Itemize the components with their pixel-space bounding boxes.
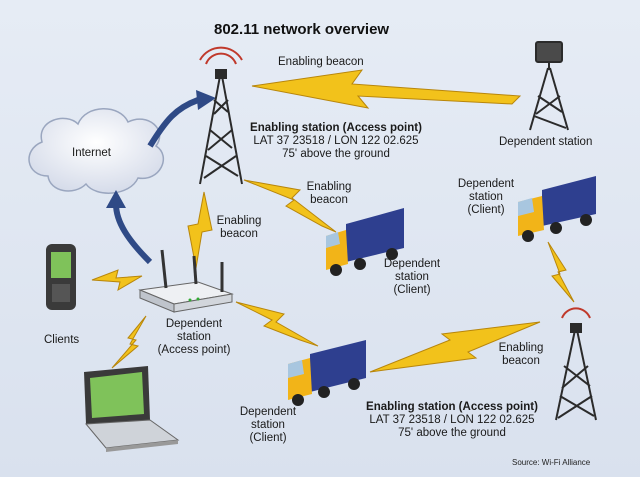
beacon-bolt-trucks: [547, 241, 575, 303]
beacon-right-label-line1: Enabling: [498, 342, 544, 354]
dep-client-right-line1: Dependent: [457, 178, 515, 190]
beacon-left-label-line1: Enabling: [216, 215, 262, 227]
beacon-bolt-truck-tower: [369, 321, 541, 373]
ap-top-coords: LAT 37 23518 / LON 122 02.625: [253, 134, 419, 147]
beacon-bolt-router-truck: [235, 301, 319, 347]
dep-ap-line2: station: [177, 330, 211, 343]
internet-label: Internet: [72, 147, 111, 159]
beacon-truck-label-line1: Enabling: [306, 181, 352, 193]
truck-bottom: [288, 340, 366, 406]
beacon-bolts: [91, 69, 575, 373]
dep-ap-label: Dependent station (Access point): [148, 318, 240, 357]
beacon-right-label-line2: beacon: [502, 354, 540, 367]
dep-station-topright-label: Dependent station: [499, 136, 593, 148]
tower-top: [199, 46, 243, 185]
truck-middle: [326, 208, 404, 276]
clients-label: Clients: [44, 334, 80, 346]
beacon-bolt-laptop: [111, 315, 147, 369]
ap-bottom-coords: LAT 37 23518 / LON 122 02.625: [369, 413, 535, 426]
beacon-bolt-phone: [91, 269, 143, 292]
router: [138, 249, 234, 313]
dep-client-bottom-line3: (Client): [249, 431, 287, 444]
laptop: [84, 366, 180, 452]
ap-top-label: Enabling station (Access point) LAT 37 2…: [238, 122, 434, 161]
tower-bottomright: [555, 307, 597, 421]
dep-client-mid-label: Dependent station (Client): [380, 258, 444, 297]
source-credit: Source: Wi-Fi Alliance: [512, 458, 591, 467]
dep-ap-line1: Dependent: [165, 318, 223, 330]
diagram-title: 802.11 network overview: [214, 21, 390, 38]
dep-client-right-line2: station: [469, 190, 503, 203]
ap-top-title: Enabling station (Access point): [250, 122, 422, 134]
beacon-left-label: Enabling beacon: [208, 215, 270, 241]
truck-right: [518, 176, 596, 242]
phone: [46, 244, 76, 310]
beacon-right-label: Enabling beacon: [490, 342, 552, 368]
beacon-truck-label-line2: beacon: [310, 193, 348, 206]
dep-client-mid-line2: station: [395, 270, 429, 283]
beacon-left-label-line2: beacon: [220, 227, 258, 240]
tower-topright: [529, 41, 569, 131]
dep-client-bottom-line2: station: [251, 418, 285, 431]
internet-cloud: [28, 108, 165, 194]
beacon-top-label: Enabling beacon: [278, 56, 364, 68]
beacon-truck-label: Enabling beacon: [298, 181, 360, 207]
ap-top-height: 75' above the ground: [282, 147, 390, 160]
dep-client-mid-line3: (Client): [393, 283, 431, 296]
beacon-bolt-top: [251, 69, 522, 109]
ap-bottom-label: Enabling station (Access point) LAT 37 2…: [354, 401, 550, 440]
ap-bottom-height: 75' above the ground: [398, 426, 506, 439]
beacon-bolt-tower-truck: [243, 179, 337, 233]
dep-client-right-label: Dependent station (Client): [454, 178, 518, 217]
dep-client-bottom-label: Dependent station (Client): [236, 406, 300, 445]
ap-bottom-title: Enabling station (Access point): [366, 401, 538, 413]
dep-client-right-line3: (Client): [467, 203, 505, 216]
dep-client-mid-line1: Dependent: [383, 258, 441, 270]
data-arrows: [106, 90, 216, 265]
dep-client-bottom-line1: Dependent: [239, 406, 297, 418]
dep-ap-line3: (Access point): [157, 343, 231, 356]
